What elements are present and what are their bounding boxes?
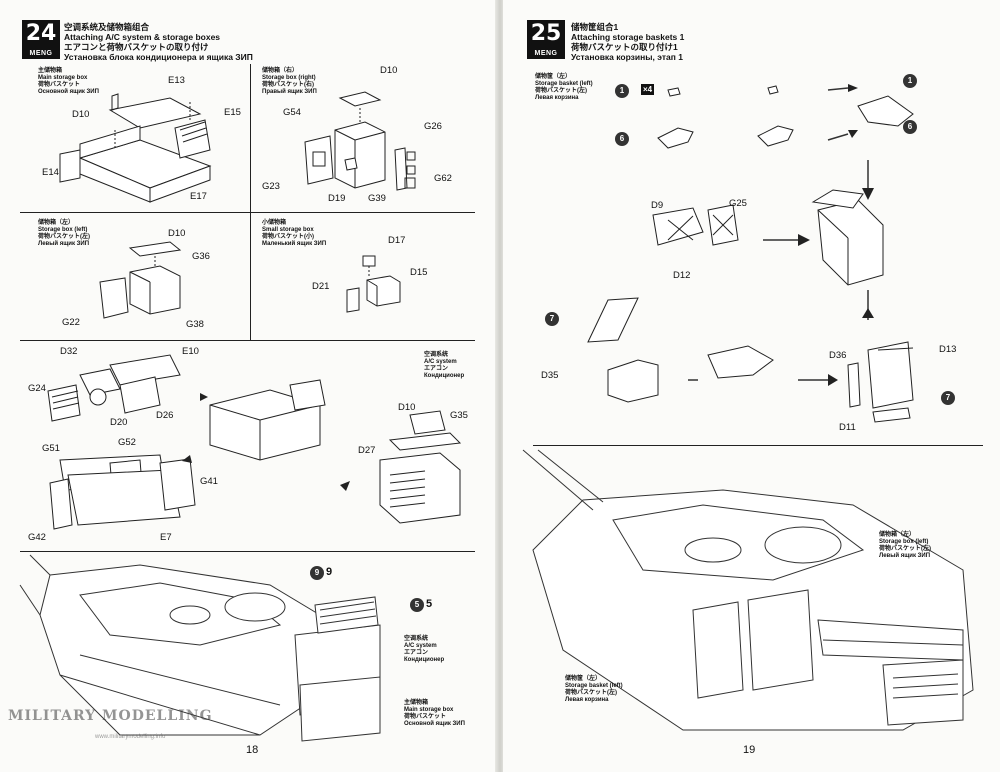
part-label: G62 [434, 173, 452, 184]
basket-assembly-drawing [587, 84, 914, 423]
step-badge: 24 MENG [22, 20, 60, 59]
step-number: 25 [527, 20, 565, 48]
instruction-page-right: 25 MENG 储物筐组合1 Attaching storage baskets… [503, 0, 1000, 772]
part-label: D10 [168, 228, 186, 239]
panel-label-right-box: 储物箱（右）Storage box (right)荷物バスケット(右)Правы… [262, 68, 317, 95]
part-label: D17 [388, 235, 406, 246]
divider [20, 212, 475, 213]
tank-hull-drawing [19, 554, 381, 742]
part-label: E13 [168, 75, 185, 86]
part-label: G52 [118, 437, 136, 448]
sprue-x-callout: 1 [615, 84, 629, 98]
step-number: 24 [22, 20, 60, 48]
part-label: D13 [939, 344, 957, 355]
sprue-w-callout: 7 [545, 312, 559, 326]
part-label: E15 [224, 107, 241, 118]
part-label: G51 [42, 443, 60, 454]
watermark: MILITARY MODELLING [8, 708, 213, 724]
sprue-w-callout: 5 [410, 598, 424, 612]
brand-logo: MENG [22, 48, 60, 59]
part-label: G54 [283, 107, 301, 118]
part-label: D26 [156, 410, 174, 421]
divider [20, 340, 475, 341]
step-title: 储物筐组合1 Attaching storage baskets 1 荷物バスケ… [571, 22, 685, 62]
quantity-badge: ×4 [641, 84, 655, 95]
part-label: E10 [182, 346, 199, 357]
divider [533, 445, 983, 446]
part-label: D36 [829, 350, 847, 361]
step-badge: 25 MENG [527, 20, 565, 59]
instruction-page-left: 24 MENG 空调系统及储物箱组合 Attaching A/C system … [0, 0, 497, 772]
part-label: D35 [541, 370, 559, 381]
part-label: D21 [312, 281, 330, 292]
page-number: 18 [246, 744, 259, 756]
step-title: 空调系统及储物箱组合 Attaching A/C system & storag… [64, 22, 253, 62]
divider [250, 64, 251, 340]
right-box-drawing [304, 91, 416, 191]
part-label: D19 [328, 193, 346, 204]
ac-assembly-drawing [47, 354, 462, 530]
part-label: G25 [729, 198, 747, 209]
part-label: D9 [651, 200, 664, 211]
part-label: G23 [262, 181, 280, 192]
part-label: G39 [368, 193, 386, 204]
sprue-x-callout: 6 [903, 120, 917, 134]
part-label: G22 [62, 317, 80, 328]
sprue-x-callout: 9 [310, 566, 324, 580]
part-label: D32 [60, 346, 78, 357]
part-label: D11 [839, 422, 856, 433]
part-label: D10 [380, 65, 398, 76]
part-label: G38 [186, 319, 204, 330]
tank-hull-drawing [522, 449, 974, 731]
part-label: G36 [192, 251, 210, 262]
part-label: E17 [190, 191, 207, 202]
part-label: G41 [200, 476, 218, 487]
part-label: D15 [410, 267, 428, 278]
brand-logo: MENG [527, 48, 565, 59]
part-label: D10 [398, 402, 416, 413]
watermark-url: www.militarymodelling.info [95, 734, 166, 740]
sprue-x-callout: 6 [615, 132, 629, 146]
part-label: D10 [72, 109, 90, 120]
part-label: G26 [424, 121, 442, 132]
panel-label-basket-left: 储物筐（左）Storage basket (left)荷物バスケット(左)Лев… [535, 74, 593, 101]
part-label: D27 [358, 445, 376, 456]
part-label: G24 [28, 383, 46, 394]
part-label: G42 [28, 532, 46, 543]
part-label: E14 [42, 167, 59, 178]
part-label: E7 [160, 532, 172, 543]
part-label: D20 [110, 417, 128, 428]
part-label: D12 [673, 270, 691, 281]
panel-label-box-left-bottom: 储物箱（左）Storage box (left)荷物バスケット(左)Левый … [879, 532, 931, 559]
sprue-w-callout: 7 [941, 391, 955, 405]
sprue-count: 5 [426, 598, 433, 610]
left-box-drawing [99, 241, 182, 319]
divider [20, 551, 475, 552]
panel-label-left-box: 储物箱（左）Storage box (left)荷物バスケット(左)Левый … [38, 220, 90, 247]
sprue-count: 9 [326, 566, 333, 578]
page-number: 19 [743, 744, 756, 756]
part-label: G35 [450, 410, 468, 421]
small-box-drawing [346, 255, 401, 313]
book-gutter [495, 0, 505, 772]
sprue-x-callout: 1 [903, 74, 917, 88]
main-box-drawing [59, 93, 212, 203]
panel-label-basket-left-bottom: 储物筐（左）Storage basket (left)荷物バスケット(左)Лев… [565, 676, 623, 703]
